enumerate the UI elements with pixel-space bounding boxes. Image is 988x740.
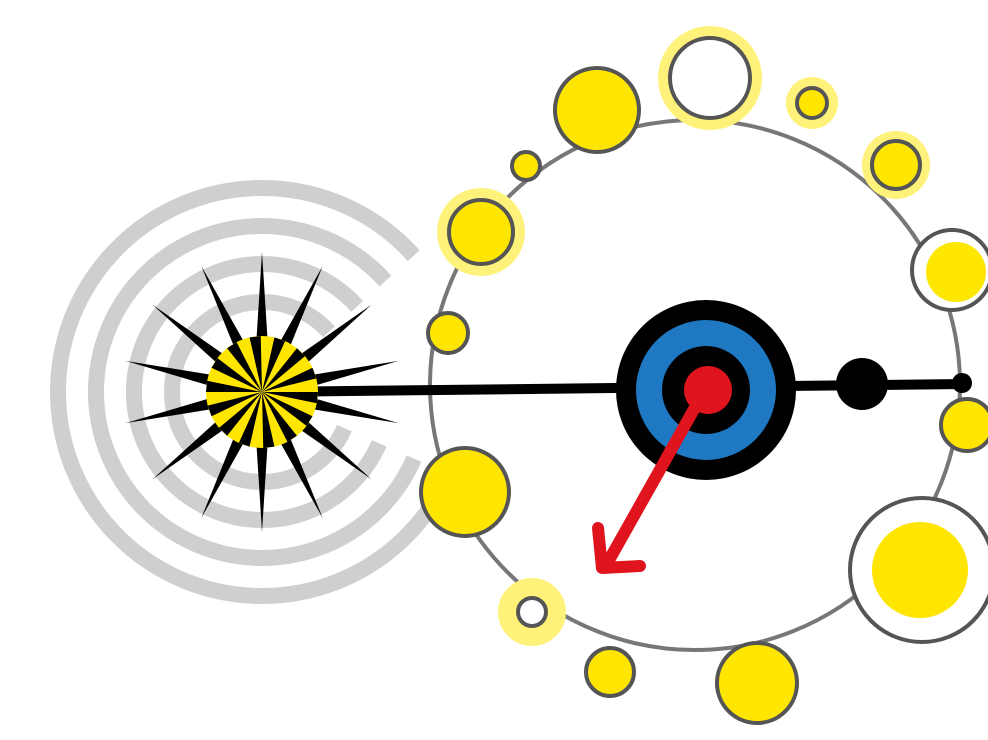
bubble-tiny-top xyxy=(512,152,540,180)
axis-black-node xyxy=(836,358,888,410)
axis-end-dot xyxy=(952,373,972,393)
bubble-white-top xyxy=(670,38,750,118)
target-icon xyxy=(616,300,796,480)
bubble-left-small xyxy=(428,313,468,353)
bubble-bottom xyxy=(586,648,634,696)
bubble-top-left xyxy=(555,68,639,152)
bubble-left-upper xyxy=(449,200,513,264)
bubble-bottom-right xyxy=(717,643,797,723)
bubble-large-fill xyxy=(872,522,968,618)
bubble-small-top-right xyxy=(797,88,827,118)
bubble-right-axis xyxy=(941,399,988,451)
bubble-left-lower xyxy=(421,448,509,536)
bubble-right-upper xyxy=(872,141,920,189)
bubble-bottom-left xyxy=(518,598,546,626)
bubble-right-mid-fill xyxy=(926,242,986,302)
